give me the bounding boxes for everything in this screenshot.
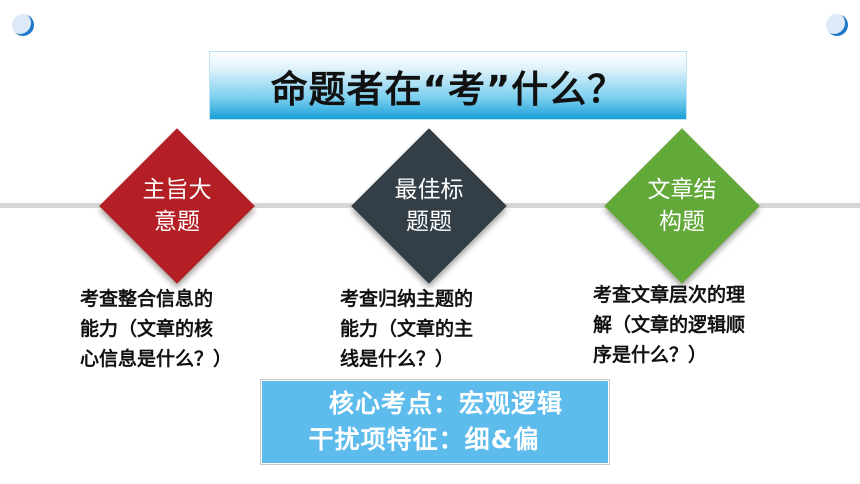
diamond-label-line: 意题 [154,209,200,235]
description-best-title: 考查归纳主题的 能力（文章的主 线是什么？） [340,288,474,370]
diamond-label-line: 构题 [659,209,705,235]
page-title: 命题者在“考”什么？ [270,67,626,111]
diamond-label-line: 题题 [406,209,452,235]
core-point-text: 核心考点：宏观逻辑 [328,389,563,418]
description-structure: 考查文章层次的理 解（文章的逻辑顺 序是什么？） [593,284,746,366]
diamond-label-line: 主旨大 [142,177,212,203]
diamond-label-best-title: 最佳标 题题 [374,174,484,238]
circle-decoration-icon [12,14,34,36]
diamond-label-structure: 文章结 构题 [627,174,737,238]
title-banner: 命题者在“考”什么？ [209,51,687,120]
core-summary-box: 核心考点：宏观逻辑 干扰项特征：细&偏 [262,381,608,463]
distractor-feature-text: 干扰项特征：细&偏 [308,425,540,454]
circle-decoration-icon [826,14,848,36]
diamond-label-line: 文章结 [647,177,717,203]
diamond-label-line: 最佳标 [394,177,464,203]
description-main-idea: 考查整合信息的 能力（文章的核 心信息是什么？） [80,288,233,370]
diamond-label-main-idea: 主旨大 意题 [122,174,232,238]
